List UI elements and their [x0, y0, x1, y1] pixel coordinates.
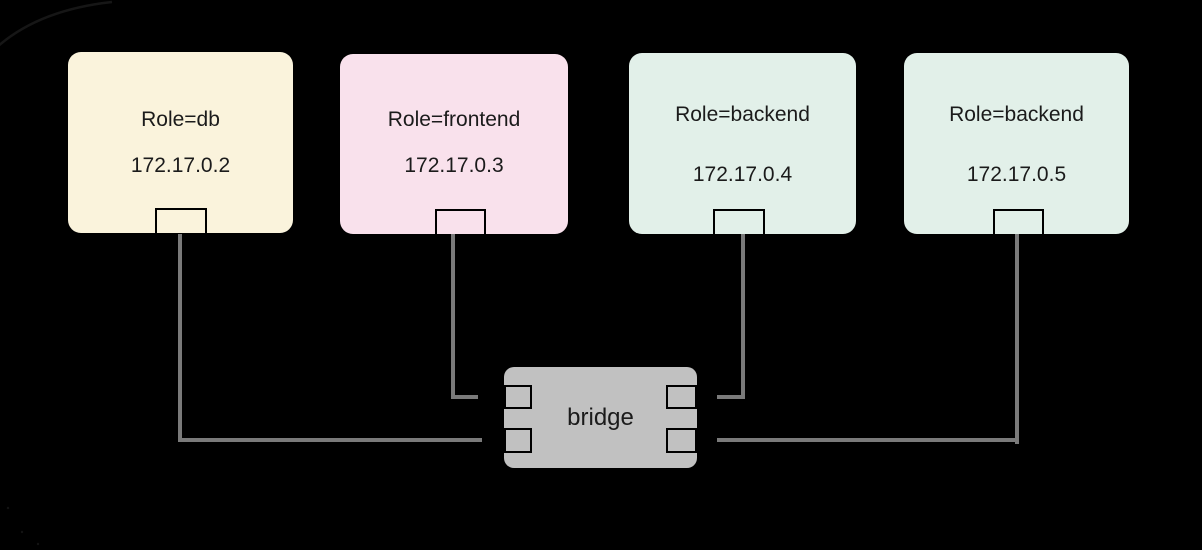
connector-backend1-vertical	[741, 234, 745, 399]
stray-specks-artifact	[6, 506, 40, 546]
node-role-label: Role=backend	[949, 103, 1084, 126]
node-ip-label: 172.17.0.4	[692, 163, 793, 186]
node-network-port	[713, 209, 765, 234]
container-node-backend-1: Role=backend 172.17.0.4	[629, 53, 856, 234]
container-node-backend-2: Role=backend 172.17.0.5	[904, 53, 1129, 234]
bridge-node: bridge	[504, 367, 697, 468]
connector-frontend-horizontal	[451, 395, 478, 399]
node-ip-label: 172.17.0.2	[130, 154, 231, 177]
connector-frontend-vertical	[451, 234, 455, 399]
container-node-frontend: Role=frontend 172.17.0.3	[340, 54, 568, 234]
connector-db-horizontal	[178, 438, 482, 442]
node-network-port	[435, 209, 486, 234]
bridge-label: bridge	[567, 403, 634, 431]
node-role-label: Role=backend	[675, 103, 810, 126]
connector-backend2-vertical	[1015, 234, 1019, 444]
node-network-port	[993, 209, 1044, 234]
bridge-port-left-bottom	[504, 428, 532, 453]
node-ip-label: 172.17.0.5	[966, 163, 1067, 186]
container-node-db: Role=db 172.17.0.2	[68, 52, 293, 233]
connector-backend1-horizontal	[717, 395, 745, 399]
bridge-port-right-top	[666, 385, 697, 409]
connector-db-vertical	[178, 234, 182, 442]
node-role-label: Role=frontend	[387, 108, 521, 131]
connector-backend2-horizontal	[717, 438, 1019, 442]
node-ip-label: 172.17.0.3	[404, 154, 504, 177]
node-role-label: Role=db	[141, 108, 220, 131]
stray-stroke-artifact	[0, 0, 113, 47]
bridge-port-right-bottom	[666, 428, 697, 453]
bridge-port-left-top	[504, 385, 532, 409]
node-network-port	[155, 208, 207, 233]
